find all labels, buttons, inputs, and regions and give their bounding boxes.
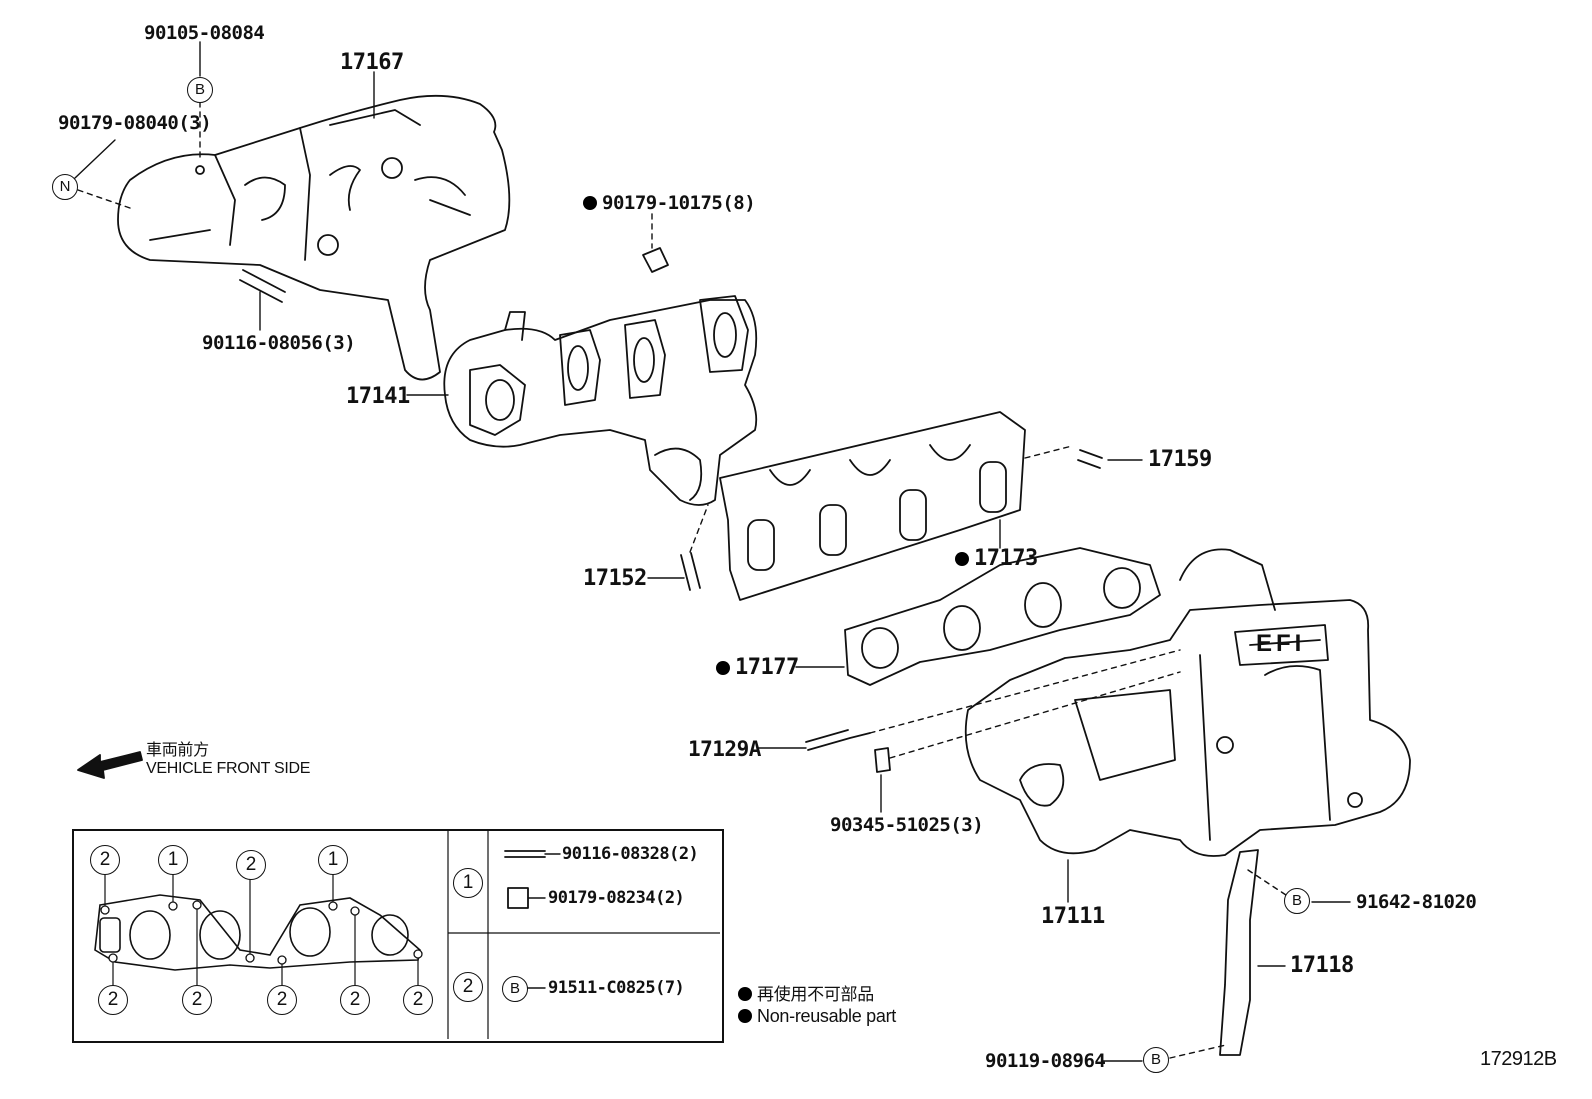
- inset-marker-2: 2: [267, 985, 297, 1015]
- inset-marker-2: 2: [403, 985, 433, 1015]
- label-17159: 17159: [1148, 447, 1212, 472]
- legend-91511-c0825: 91511-C0825(7): [548, 978, 685, 998]
- bolt-pattern-inset: [94, 831, 720, 1039]
- non-reusable-dot-icon: [738, 987, 752, 1001]
- inset-marker-1: 1: [318, 845, 348, 875]
- legend-box: [72, 829, 724, 1043]
- label-17167: 17167: [340, 50, 404, 75]
- marker-n: N: [52, 174, 78, 200]
- label-90179-08040: 90179-08040(3): [58, 112, 212, 134]
- label-17173: 17173: [955, 546, 1038, 571]
- label-90179-10175-text: 90179-10175(8): [602, 192, 756, 214]
- intake-manifold-drawing: [964, 548, 1411, 857]
- legend-en-text: Non-reusable part: [757, 1006, 896, 1026]
- label-91642-81020: 91642-81020: [1356, 891, 1477, 913]
- label-90345-51025: 90345-51025(3): [830, 814, 984, 836]
- inset-marker-2: 2: [182, 985, 212, 1015]
- leader-lines: [74, 41, 1351, 1062]
- inset-marker-2: 2: [340, 985, 370, 1015]
- non-reusable-dot-icon: [583, 196, 597, 210]
- marker-b: B: [1143, 1047, 1169, 1073]
- label-17177-text: 17177: [735, 655, 799, 680]
- non-reusable-dot-icon: [738, 1009, 752, 1023]
- non-reusable-legend-en: Non-reusable part: [738, 1006, 896, 1027]
- stay-17118-drawing: [1219, 849, 1259, 1056]
- marker-b: B: [187, 77, 213, 103]
- label-17177: 17177: [716, 655, 799, 680]
- marker-b: B: [1284, 888, 1310, 914]
- label-17118: 17118: [1290, 953, 1354, 978]
- label-90119-08964: 90119-08964: [985, 1050, 1106, 1072]
- label-17129A: 17129A: [688, 737, 761, 761]
- studs-and-nuts: [239, 247, 1103, 909]
- legend-jp-text: 再使用不可部品: [757, 985, 874, 1004]
- inset-marker-2: 2: [236, 850, 266, 880]
- legend-key-2: 2: [453, 972, 483, 1002]
- non-reusable-dot-icon: [716, 661, 730, 675]
- label-17152: 17152: [583, 566, 647, 591]
- label-17141: 17141: [346, 384, 410, 409]
- label-90116-08056: 90116-08056(3): [202, 332, 356, 354]
- exhaust-manifold-drawing: [443, 295, 758, 506]
- direction-label-jp: 車両前方: [146, 742, 209, 759]
- non-reusable-dot-icon: [955, 552, 969, 566]
- gasket-17177-drawing: [844, 547, 1161, 686]
- legend-90116-08328: 90116-08328(2): [562, 844, 699, 864]
- label-90105-08084: 90105-08084: [144, 22, 265, 44]
- non-reusable-legend-jp: 再使用不可部品: [738, 980, 874, 1005]
- inset-marker-1: 1: [158, 845, 188, 875]
- label-17173-text: 17173: [974, 546, 1038, 571]
- legend-key-1: 1: [453, 868, 483, 898]
- heat-insulator-drawing: [117, 94, 511, 381]
- legend-90179-08234: 90179-08234(2): [548, 888, 685, 908]
- inset-marker-2: 2: [98, 985, 128, 1015]
- label-17111: 17111: [1041, 904, 1105, 929]
- label-90179-10175: 90179-10175(8): [583, 192, 756, 214]
- inset-marker-2: 2: [90, 845, 120, 875]
- efi-emblem: EFI: [1256, 630, 1306, 657]
- front-direction-arrow: [77, 751, 143, 779]
- direction-label-en: VEHICLE FRONT SIDE: [146, 760, 311, 777]
- figure-id: 172912B: [1480, 1048, 1557, 1070]
- gasket-17173-drawing: [719, 411, 1026, 601]
- legend-marker-b: B: [502, 976, 528, 1002]
